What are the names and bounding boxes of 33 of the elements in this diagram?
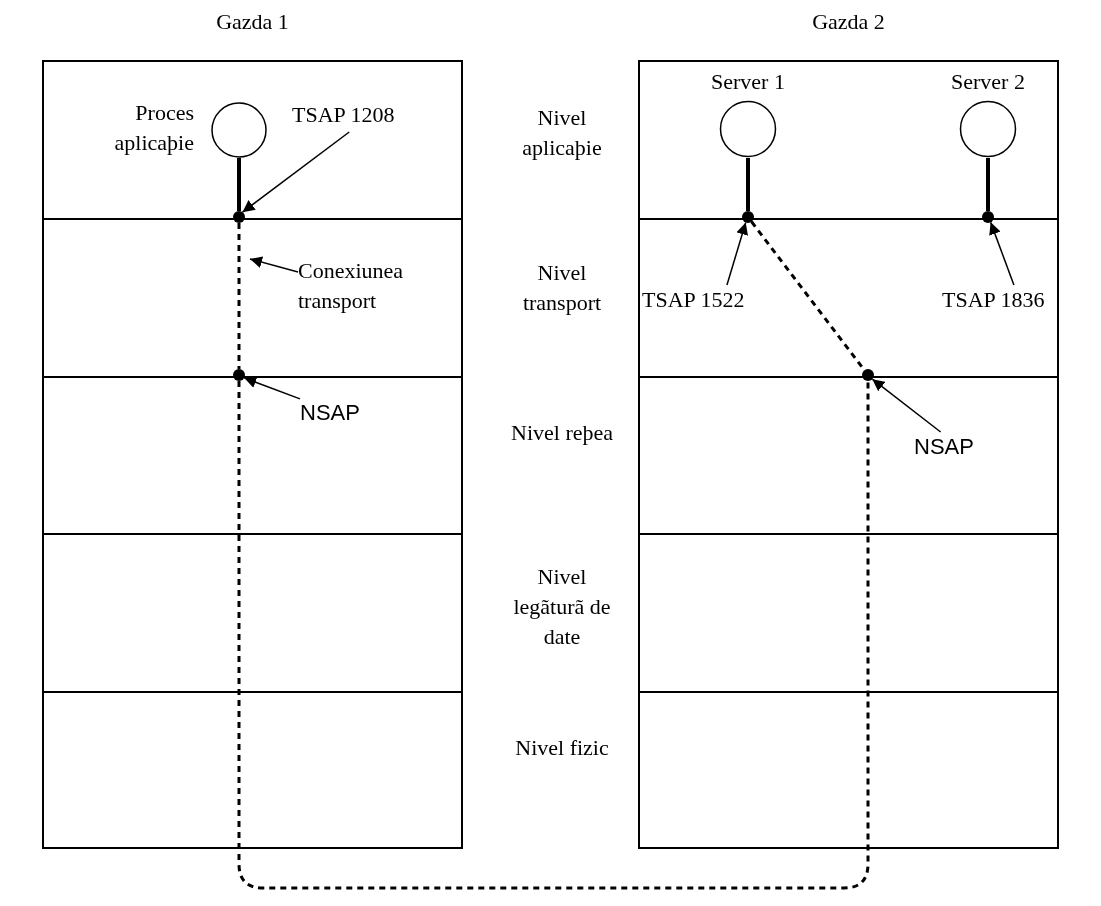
leader-arrow: [241, 131, 350, 213]
leader-arrow: [249, 256, 299, 273]
annotation-text: Proces aplicaþie: [96, 98, 194, 164]
host-title: Gazda 1: [215, 8, 290, 36]
dashed-connection: [237, 381, 870, 890]
layer-label: Nivel aplicaþie: [521, 104, 603, 162]
server-process: Server 2: [936, 68, 1040, 158]
process-circle: [211, 102, 267, 158]
thick-connector: [746, 158, 750, 211]
access-point-dot: [862, 369, 874, 381]
leader-arrow: [989, 221, 1015, 286]
access-point-dot: [982, 211, 994, 223]
leader-arrow: [243, 376, 301, 400]
host-title: Gazda 2: [811, 8, 886, 36]
layer-label: Nivel transport: [521, 259, 603, 317]
annotation-text: TSAP 1836: [942, 285, 1098, 317]
thick-connector: [986, 158, 990, 211]
dashed-connection: [237, 223, 241, 369]
thick-connector: [237, 158, 241, 211]
annotation-text: TSAP 1522: [642, 285, 802, 317]
annotation-text: Conexiunea transport: [298, 256, 444, 328]
access-point-dot: [742, 211, 754, 223]
annotation-text: NSAP: [914, 432, 1008, 464]
layer-label: Nivel legãturã de date: [512, 563, 612, 651]
access-point-dot: [233, 369, 245, 381]
access-point-dot: [233, 211, 245, 223]
server-process: Server 1: [696, 68, 800, 158]
layer-label: Nivel fizic: [514, 734, 610, 762]
leader-arrow: [871, 378, 942, 433]
annotation-text: TSAP 1208: [292, 100, 448, 132]
layer-label: Nivel reþea: [510, 419, 614, 447]
leader-arrow: [726, 221, 748, 286]
annotation-text: NSAP: [300, 398, 372, 428]
